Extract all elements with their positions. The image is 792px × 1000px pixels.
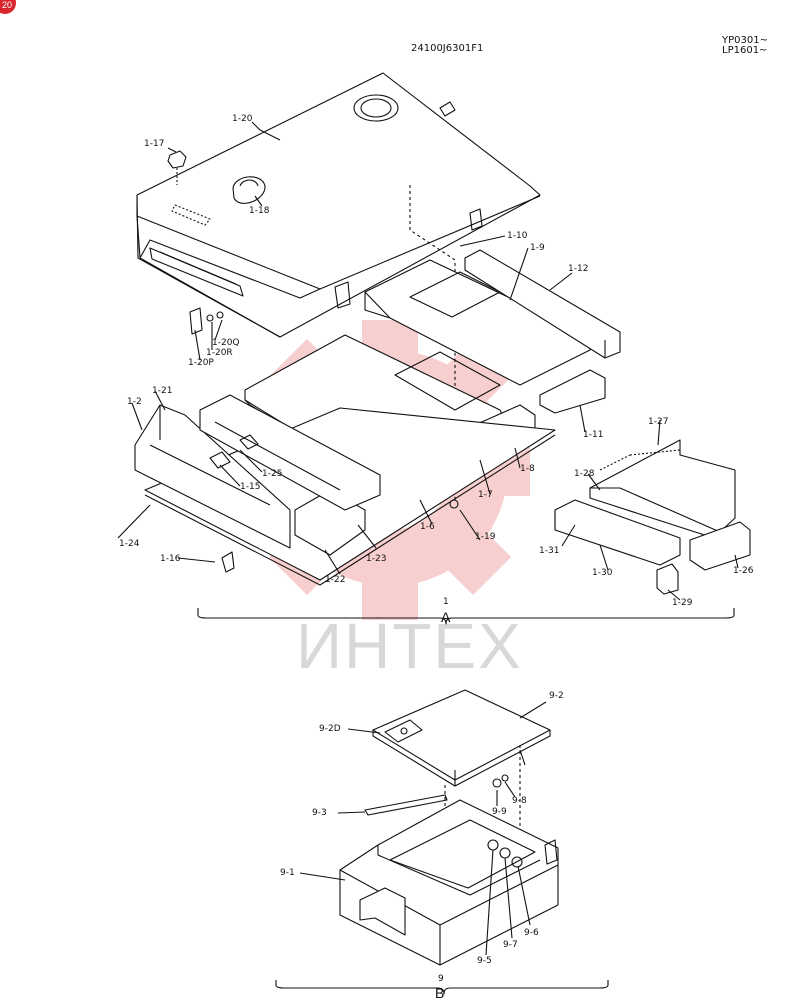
callout-9-2: 9-2 — [549, 691, 564, 701]
callout-1-15: 1-15 — [240, 482, 260, 492]
callout-1-12: 1-12 — [568, 264, 588, 274]
callout-1-19: 1-19 — [475, 532, 496, 542]
callout-1-11: 1-11 — [583, 430, 603, 440]
callout-9-8: 9-8 — [512, 796, 527, 806]
document-code: 24100J6301F1 — [411, 43, 484, 54]
callout-1-2: 1-2 — [127, 397, 142, 407]
callout-1-10: 1-10 — [507, 231, 528, 241]
callout-1-17: 1-17 — [144, 139, 164, 149]
callout-1-23: 1-23 — [366, 554, 386, 564]
callout-1-20r: 1-20R — [206, 348, 233, 358]
serial-range-1: YP0301~ — [722, 35, 768, 46]
callout-9-7: 9-7 — [503, 940, 518, 950]
callout-9-1: 9-1 — [280, 868, 295, 878]
callout-1-26: 1-26 — [733, 566, 754, 576]
group-a-letter: A — [441, 609, 451, 625]
assembly-b-labels: 9-2 9-2D 9-8 9-9 9-3 9-1 9-6 9-7 9-5 9 B — [280, 691, 564, 1000]
callout-1-8: 1-8 — [520, 464, 535, 474]
callout-1-27: 1-27 — [648, 417, 668, 427]
callout-1-20q: 1-20Q — [212, 338, 240, 348]
callout-1-20: 1-20 — [232, 114, 253, 124]
callout-1-16: 1-16 — [160, 554, 181, 564]
assembly-a-drawing — [117, 72, 751, 625]
callout-1-30: 1-30 — [592, 568, 613, 578]
page-number-badge: 20 — [0, 0, 16, 14]
callout-9-3: 9-3 — [312, 808, 327, 818]
callout-1-6: 1-6 — [420, 522, 435, 532]
group-b-letter: B — [435, 985, 444, 1000]
watermark-text: ИНТЕХ — [296, 610, 523, 682]
callout-1-22: 1-22 — [325, 575, 345, 585]
callout-1-21: 1-21 — [152, 386, 172, 396]
callout-1-28: 1-28 — [574, 469, 595, 479]
callout-9-9: 9-9 — [492, 807, 507, 817]
assembly-b-drawing — [275, 689, 609, 995]
callout-9-6: 9-6 — [524, 928, 539, 938]
callout-9-5: 9-5 — [477, 956, 492, 966]
callout-1-29: 1-29 — [672, 598, 693, 608]
callout-1-20p: 1-20P — [188, 358, 214, 368]
group-a-number: 1 — [443, 597, 449, 607]
page-number: 20 — [1, 0, 12, 10]
callout-1-9: 1-9 — [530, 243, 545, 253]
callout-1-25: 1-25 — [262, 469, 282, 479]
group-b-number: 9 — [438, 974, 444, 984]
callout-9-2d: 9-2D — [319, 724, 341, 734]
serial-range-2: LP1601~ — [722, 45, 768, 56]
callout-1-18: 1-18 — [249, 206, 270, 216]
callout-1-24: 1-24 — [119, 539, 140, 549]
callout-1-31: 1-31 — [539, 546, 559, 556]
callout-1-7: 1-7 — [478, 490, 493, 500]
assembly-a-labels: 1-20 1-17 1-18 1-10 1-9 1-12 1-20Q 1-20R… — [119, 114, 754, 625]
